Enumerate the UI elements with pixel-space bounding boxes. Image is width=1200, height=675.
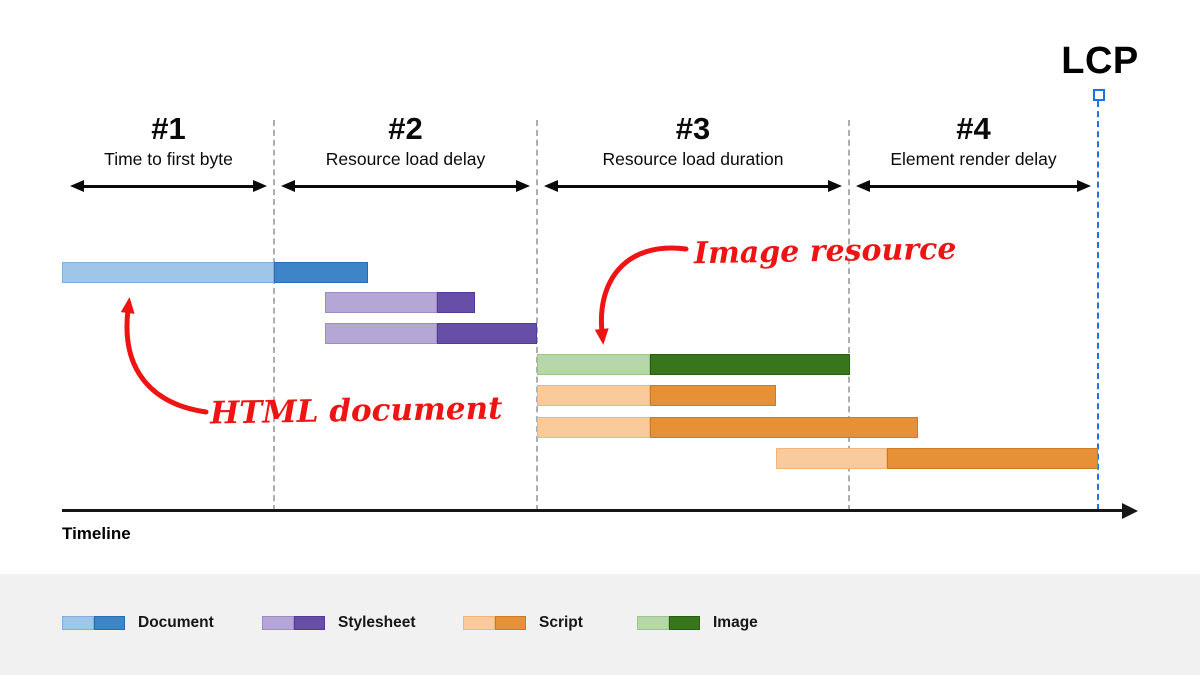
phase-3-extent-arrow-icon (544, 179, 842, 193)
swatch-dark (293, 616, 325, 630)
phase-4-extent-arrow-icon (856, 179, 1091, 193)
document-load-segment (274, 262, 368, 283)
arrow-shaft (558, 184, 828, 188)
image-delay-segment (537, 354, 650, 375)
arrowhead-left-icon (281, 180, 295, 192)
document-swatch-icon (62, 616, 125, 630)
phase-2-label: Resource load delay (325, 149, 486, 169)
swatch-light (262, 616, 294, 630)
arrowhead-left-icon (70, 180, 84, 192)
stylesheet-load-segment (437, 292, 475, 313)
document-delay-segment (62, 262, 274, 283)
phase-2-number: #2 (388, 111, 423, 146)
swatch-dark (494, 616, 526, 630)
script-load-segment (650, 385, 776, 406)
swatch-light (62, 616, 94, 630)
html-document-arrow-icon (120, 297, 209, 415)
stylesheet-bar (325, 323, 537, 344)
phase-1-extent-arrow-icon (70, 179, 267, 193)
script-bar (537, 417, 918, 438)
lcp-title: LCP (1061, 40, 1139, 82)
arrowhead-right-icon (828, 180, 842, 192)
swatch-light (463, 616, 495, 630)
stylesheet-delay-segment (325, 292, 437, 313)
legend-item-document: Document (62, 614, 214, 631)
swatch-dark (668, 616, 700, 630)
script-swatch-icon (463, 616, 526, 630)
timeline-label: Timeline (62, 524, 131, 543)
script-load-segment (887, 448, 1098, 469)
script-delay-segment (537, 385, 650, 406)
legend-item-script: Script (463, 614, 583, 631)
timeline-axis-arrowhead-icon (1122, 502, 1138, 519)
script-bar (537, 385, 776, 406)
phase-divider-1 (273, 120, 275, 511)
phase-1-number: #1 (151, 111, 186, 146)
script-bar (776, 448, 1098, 469)
stylesheet-load-segment (437, 323, 537, 344)
lcp-marker-icon (1093, 89, 1105, 101)
legend: Document Stylesheet Script Image (0, 574, 1200, 675)
arrowhead-right-icon (1077, 180, 1091, 192)
legend-item-image: Image (637, 614, 758, 631)
script-load-segment (650, 417, 918, 438)
arrow-shaft (295, 184, 516, 188)
image-load-segment (650, 354, 850, 375)
phase-divider-3 (848, 120, 850, 511)
arrowhead-right-icon (516, 180, 530, 192)
script-delay-segment (776, 448, 887, 469)
lcp-dashed-line (1097, 101, 1099, 510)
phase-4-number: #4 (956, 111, 991, 146)
arrowhead-left-icon (544, 180, 558, 192)
legend-label-stylesheet: Stylesheet (338, 614, 416, 631)
phase-divider-2 (536, 120, 538, 511)
annotation-html-document: HTML document (209, 390, 503, 432)
swatch-dark (93, 616, 125, 630)
legend-label-image: Image (713, 614, 758, 631)
phase-2-extent-arrow-icon (281, 179, 530, 193)
script-delay-segment (537, 417, 650, 438)
arrow-shaft (84, 184, 253, 188)
phase-3-number: #3 (675, 111, 711, 146)
image-resource-arrow-icon (594, 245, 689, 345)
arrowhead-left-icon (856, 180, 870, 192)
phase-1-label: Time to first byte (104, 149, 233, 169)
stylesheet-swatch-icon (262, 616, 325, 630)
image-bar (537, 354, 850, 375)
legend-label-document: Document (138, 614, 214, 631)
swatch-light (637, 616, 669, 630)
annotation-image-resource: Image resource (693, 231, 957, 272)
arrowhead-right-icon (253, 180, 267, 192)
image-swatch-icon (637, 616, 700, 630)
phase-3-label: Resource load duration (602, 149, 784, 169)
timeline-axis (62, 509, 1124, 512)
legend-item-stylesheet: Stylesheet (262, 614, 416, 631)
legend-label-script: Script (539, 614, 583, 631)
stylesheet-bar (325, 292, 475, 313)
arrow-shaft (870, 184, 1077, 188)
phase-4-label: Element render delay (890, 149, 1057, 169)
stylesheet-delay-segment (325, 323, 437, 344)
document-bar (62, 262, 368, 283)
